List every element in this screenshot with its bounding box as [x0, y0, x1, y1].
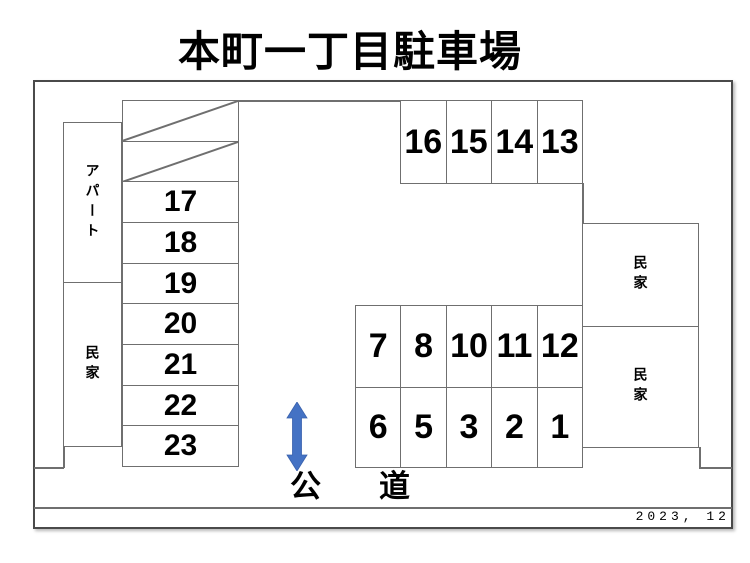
- parking-space-15: 15: [447, 101, 492, 183]
- lot-boundary: [33, 80, 733, 529]
- parking-space-16: 16: [401, 101, 447, 183]
- parking-space-23: 23: [163, 429, 198, 463]
- parking-space-6: 6: [356, 388, 402, 467]
- parking-space-14: 14: [492, 101, 538, 183]
- left-parking-column: 17 18 19 20 21 22 23: [122, 100, 239, 467]
- road-label: 公 道: [290, 469, 410, 505]
- house-right-top: 民家: [582, 223, 699, 327]
- top-parking-row: 16 15 14 13: [400, 100, 583, 184]
- house-right-bottom: 民家: [582, 325, 699, 448]
- date-stamp: 2023, 12: [635, 509, 730, 524]
- apartment-building: アパート: [63, 122, 122, 284]
- house-right-bottom-label: 民家: [632, 366, 649, 407]
- parking-space-19: 19: [123, 264, 238, 305]
- parking-space-8: 8: [401, 306, 447, 388]
- parking-space-11: 11: [492, 306, 538, 388]
- apartment-label: アパート: [84, 163, 101, 243]
- middle-parking-block: 7 8 10 11 12 6 5 3 2 1: [355, 305, 583, 468]
- left-wall-stub: [34, 467, 64, 469]
- parking-space-5: 5: [401, 388, 447, 467]
- house-right-top-label: 民家: [632, 255, 649, 295]
- right-wall-stub-vertical: [699, 447, 701, 468]
- left-wall-stub-vertical: [63, 447, 65, 468]
- road-label-right: 道: [379, 469, 410, 504]
- middle-row-top: 7 8 10 11 12: [356, 306, 582, 389]
- parking-space-10: 10: [447, 306, 493, 388]
- diagonal-line-icon: [123, 142, 238, 182]
- parking-space-21: 21: [123, 345, 238, 386]
- parking-space-22: 22: [123, 386, 238, 427]
- crossed-out-space: [123, 142, 238, 183]
- parking-space-3: 3: [447, 388, 493, 467]
- diagonal-line-icon: [123, 101, 238, 141]
- parking-space-20: 20: [123, 304, 238, 346]
- footer-divider-line: [34, 507, 732, 509]
- parking-space-13: 13: [540, 122, 579, 161]
- parking-space-7: 7: [356, 306, 402, 388]
- right-boundary-line: [582, 183, 584, 224]
- parking-space-17: 17: [123, 182, 238, 224]
- road-label-left: 公: [290, 469, 321, 504]
- parking-space-2: 2: [492, 388, 538, 467]
- top-boundary-line: [238, 100, 402, 102]
- middle-row-bottom: 6 5 3 2 1: [356, 388, 582, 467]
- house-left-label: 民家: [84, 344, 101, 385]
- parking-space-1: 1: [550, 408, 570, 447]
- parking-space-12: 12: [540, 327, 579, 366]
- page-title: 本町一丁目駐車場: [177, 28, 522, 75]
- crossed-out-space: [123, 101, 238, 142]
- right-wall-stub: [699, 467, 732, 469]
- parking-space-18: 18: [123, 223, 238, 264]
- house-left: 民家: [63, 282, 122, 447]
- two-way-arrow-icon: [286, 402, 308, 471]
